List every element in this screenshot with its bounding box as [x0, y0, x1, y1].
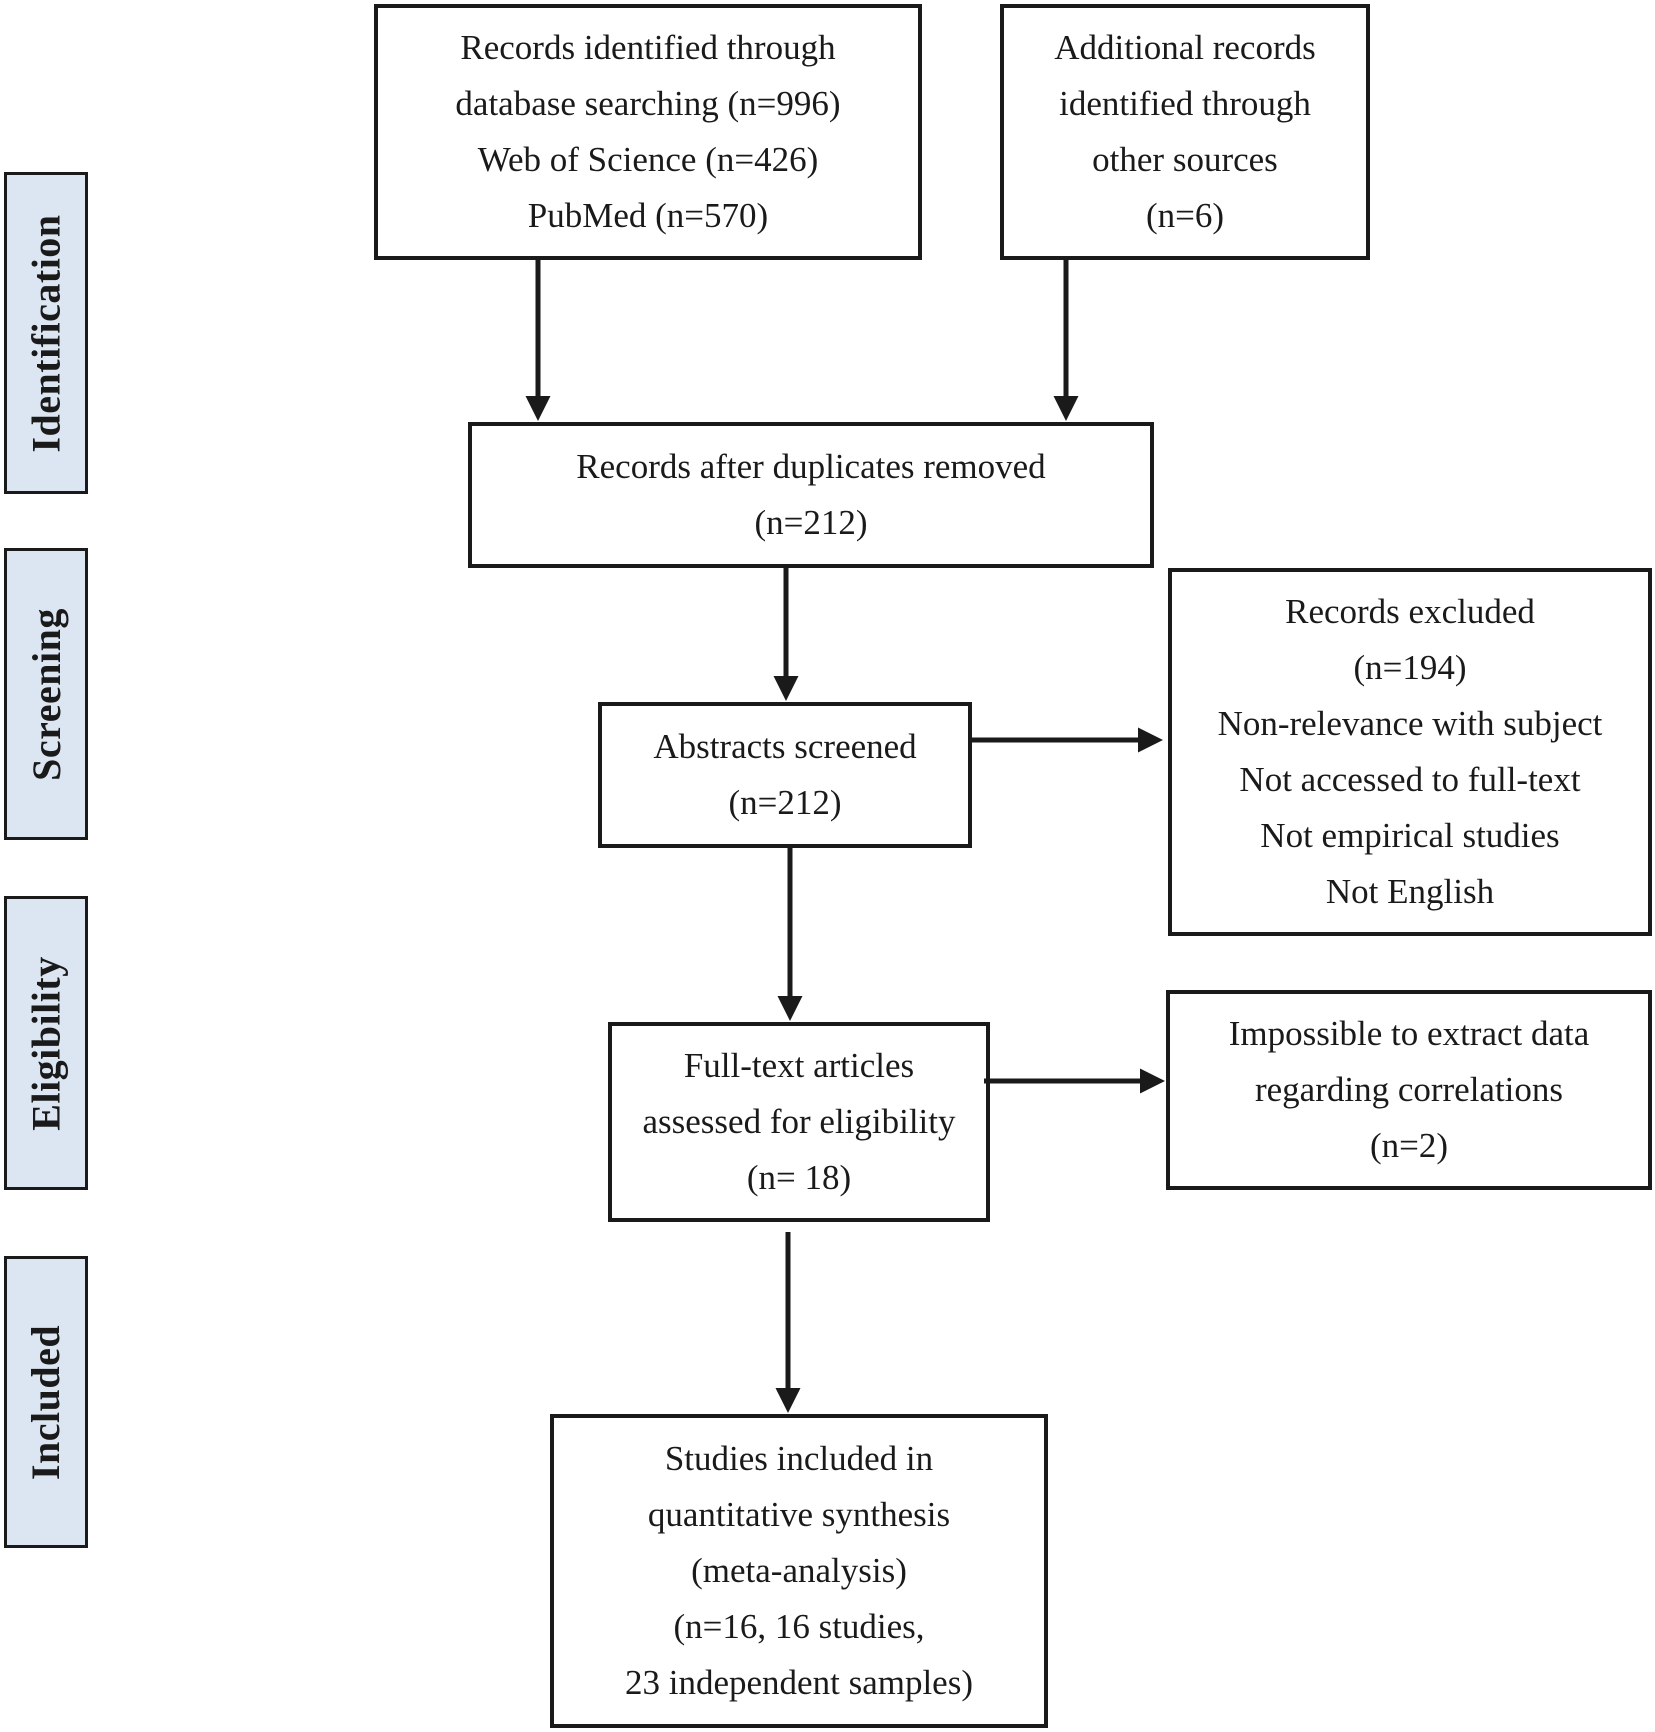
stage-eligibility: Eligibility [4, 896, 88, 1190]
database-records-line-1: Records identified through [460, 28, 836, 67]
records-excluded-line-4: Not accessed to full-text [1239, 760, 1581, 799]
database-records-line-3: Web of Science (n=426) [477, 140, 819, 179]
after-duplicates-line-1: Records after duplicates removed [576, 447, 1046, 486]
stage-included: Included [4, 1256, 88, 1548]
studies-included-line-3: (meta-analysis) [691, 1551, 907, 1590]
records-excluded-line-3: Non-relevance with subject [1217, 704, 1603, 743]
database-records-line-4: PubMed (n=570) [527, 196, 769, 235]
records-excluded-box: Records excluded (n=194) Non-relevance w… [1168, 568, 1652, 936]
stage-eligibility-label: Eligibility [23, 955, 69, 1131]
fulltext-assessed-line-3: (n= 18) [746, 1158, 852, 1197]
records-excluded-line-6: Not English [1325, 872, 1495, 911]
impossible-extract-line-1: Impossible to extract data [1228, 1014, 1590, 1053]
records-excluded-line-2: (n=194) [1353, 648, 1467, 687]
records-excluded-line-5: Not empirical studies [1260, 816, 1560, 855]
studies-included-line-1: Studies included in [664, 1439, 934, 1478]
after-duplicates-box: Records after duplicates removed (n=212) [468, 422, 1154, 568]
database-records-box: Records identified through database sear… [374, 4, 922, 260]
stage-included-label: Included [23, 1324, 69, 1480]
studies-included-box: Studies included in quantitative synthes… [550, 1414, 1048, 1728]
impossible-extract-line-2: regarding correlations [1254, 1070, 1564, 1109]
after-duplicates-line-2: (n=212) [754, 503, 868, 542]
fulltext-assessed-line-1: Full-text articles [683, 1046, 915, 1085]
stage-identification: Identification [4, 172, 88, 494]
abstracts-screened-line-1: Abstracts screened [653, 727, 917, 766]
stage-screening: Screening [4, 548, 88, 840]
stage-identification-label: Identification [23, 213, 69, 453]
additional-records-line-1: Additional records [1054, 28, 1316, 67]
records-excluded-line-1: Records excluded [1285, 592, 1535, 631]
fulltext-assessed-line-2: assessed for eligibility [642, 1102, 956, 1141]
studies-included-line-5: 23 independent samples) [625, 1663, 973, 1702]
studies-included-line-2: quantitative synthesis [647, 1495, 951, 1534]
studies-included-line-4: (n=16, 16 studies, [673, 1607, 925, 1646]
additional-records-box: Additional records identified through ot… [1000, 4, 1370, 260]
abstracts-screened-box: Abstracts screened (n=212) [598, 702, 972, 848]
stage-screening-label: Screening [23, 607, 69, 781]
additional-records-line-3: other sources [1092, 140, 1278, 179]
additional-records-line-4: (n=6) [1145, 196, 1225, 235]
fulltext-assessed-box: Full-text articles assessed for eligibil… [608, 1022, 990, 1222]
database-records-line-2: database searching (n=996) [455, 84, 841, 123]
abstracts-screened-line-2: (n=212) [728, 783, 842, 822]
impossible-extract-line-3: (n=2) [1369, 1126, 1449, 1165]
impossible-extract-box: Impossible to extract data regarding cor… [1166, 990, 1652, 1190]
additional-records-line-2: identified through [1059, 84, 1311, 123]
